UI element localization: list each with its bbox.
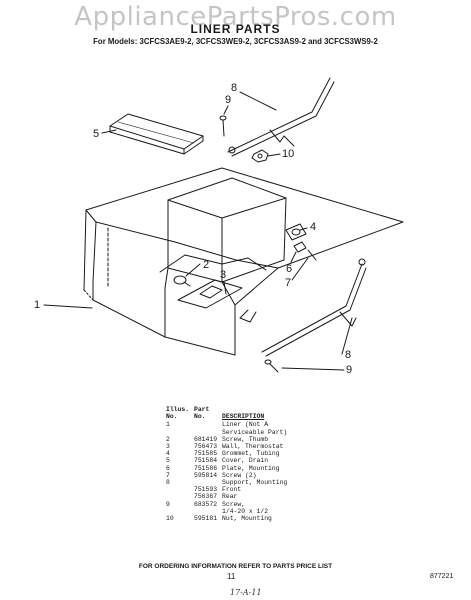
handwritten-note: 17-A-11 [230, 588, 262, 597]
description-cell: Screw, Thumb [222, 435, 269, 443]
mounting-plate-part [293, 241, 317, 261]
liner-outline [83, 167, 404, 356]
illus-no-cell [166, 486, 194, 493]
callout-3: 3 [220, 269, 226, 281]
screw-part [219, 115, 279, 373]
illus-no-cell: 9 [166, 500, 170, 508]
mounting-nut-part [251, 149, 269, 163]
table-row: 9 683572 Screw, [166, 501, 292, 508]
illus-no-cell: 1 [166, 421, 170, 429]
header-description: DESCRIPTION [222, 413, 265, 421]
rear-mounting-support-part [227, 77, 335, 157]
description-cell: 1/4-20 x 1/2 [222, 507, 269, 515]
parts-table: Illus. No. Part No. DESCRIPTION 1 Liner (… [166, 406, 292, 522]
exploded-parts-diagram: 1 2 3 4 5 6 7 8 8 9 9 10 [34, 77, 404, 376]
callout-8-upper: 8 [231, 82, 237, 94]
table-row: 2 681419 Screw, Thumb [166, 436, 292, 443]
callout-2: 2 [203, 259, 209, 271]
callout-8-lower: 8 [345, 349, 351, 361]
description-cell: Screw, [222, 500, 246, 508]
thumb-screw-part [173, 275, 191, 287]
part-no-cell [194, 479, 222, 486]
description-cell: Screw (2) [222, 471, 257, 479]
callout-1: 1 [34, 299, 40, 311]
table-row: 10 595181 Nut, Mounting [166, 515, 292, 522]
illus-no-cell: 4 [166, 450, 170, 458]
part-no-cell: 595814 [194, 471, 218, 479]
illus-no-cell: 7 [166, 471, 170, 479]
document-code: 877221 [430, 573, 454, 580]
illus-no-cell: 8 [166, 479, 170, 487]
part-no-cell: 751585 [194, 450, 218, 458]
table-row: 6 751586 Plate, Mounting [166, 465, 292, 472]
part-no-cell: 751584 [194, 457, 218, 465]
illus-no-cell [166, 508, 194, 515]
part-no-cell [194, 508, 222, 515]
part-no-cell: 683572 [194, 500, 218, 508]
callout-5: 5 [93, 128, 99, 140]
illus-no-cell: 5 [166, 457, 170, 465]
watermark-text: AppliancePartsPros.com [74, 2, 397, 32]
model-list: For Models: 3CFCS3AE9-2, 3CFCS3WE9-2, 3C… [93, 37, 378, 46]
callout-9-upper: 9 [225, 94, 231, 106]
table-row: 8 Support, Mounting [166, 479, 292, 486]
illus-no-cell: 2 [166, 435, 170, 443]
table-row: 3 756473 Wall, Thermostat [166, 443, 292, 450]
illus-no-cell [166, 493, 194, 500]
tubing-grommet-part [285, 223, 307, 241]
drain-cover-part [109, 113, 204, 155]
callout-7: 7 [285, 277, 291, 289]
illus-no-cell [166, 429, 194, 436]
thermostat-wall-part [177, 279, 243, 309]
part-no-cell [194, 429, 222, 436]
description-cell: Rear [222, 493, 238, 501]
header-illus-no: Illus. No. [166, 406, 190, 421]
parts-table-header: Illus. No. Part No. DESCRIPTION [166, 406, 292, 421]
part-no-cell: 751586 [194, 464, 218, 472]
ordering-note: FOR ORDERING INFORMATION REFER TO PARTS … [138, 563, 333, 570]
table-row: 1/4-20 x 1/2 [166, 508, 292, 515]
illus-no-cell: 6 [166, 464, 170, 472]
callout-4: 4 [310, 221, 316, 233]
callout-9-lower: 9 [346, 364, 352, 376]
table-row: 5 751584 Cover, Drain [166, 457, 292, 464]
description-cell: Grommet, Tubing [222, 450, 280, 458]
description-cell: Front [222, 486, 242, 494]
description-cell: Nut, Mounting [222, 515, 272, 523]
description-cell: Wall, Thermostat [222, 443, 284, 451]
part-no-cell: 595181 [194, 515, 218, 523]
illus-no-cell: 3 [166, 443, 170, 451]
table-row: 756367 Rear [166, 493, 292, 500]
part-no-cell: 756473 [194, 443, 218, 451]
page-number: 11 [227, 572, 236, 581]
part-no-cell: 681419 [194, 435, 218, 443]
illus-no-cell: 10 [166, 515, 174, 523]
table-row: 1 Liner (Not A [166, 421, 292, 428]
part-no-cell: 756367 [194, 493, 218, 501]
description-cell: Cover, Drain [222, 457, 269, 465]
description-cell: Serviceable Part) [222, 428, 288, 436]
page-title: LINER PARTS [190, 22, 281, 36]
part-no-cell: 751593 [194, 486, 218, 494]
header-part-no: Part No. [194, 406, 210, 421]
table-row: 7 595814 Screw (2) [166, 472, 292, 479]
part-no-cell [194, 421, 222, 428]
front-mounting-support-part [261, 258, 367, 357]
table-row: Serviceable Part) [166, 429, 292, 436]
table-row: 751593 Front [166, 486, 292, 493]
table-row: 4 751585 Grommet, Tubing [166, 450, 292, 457]
callout-10: 10 [282, 148, 294, 160]
description-cell: Liner (Not A [222, 421, 269, 429]
description-cell: Plate, Mounting [222, 464, 280, 472]
description-cell: Support, Mounting [222, 479, 288, 487]
callout-6: 6 [286, 263, 292, 275]
